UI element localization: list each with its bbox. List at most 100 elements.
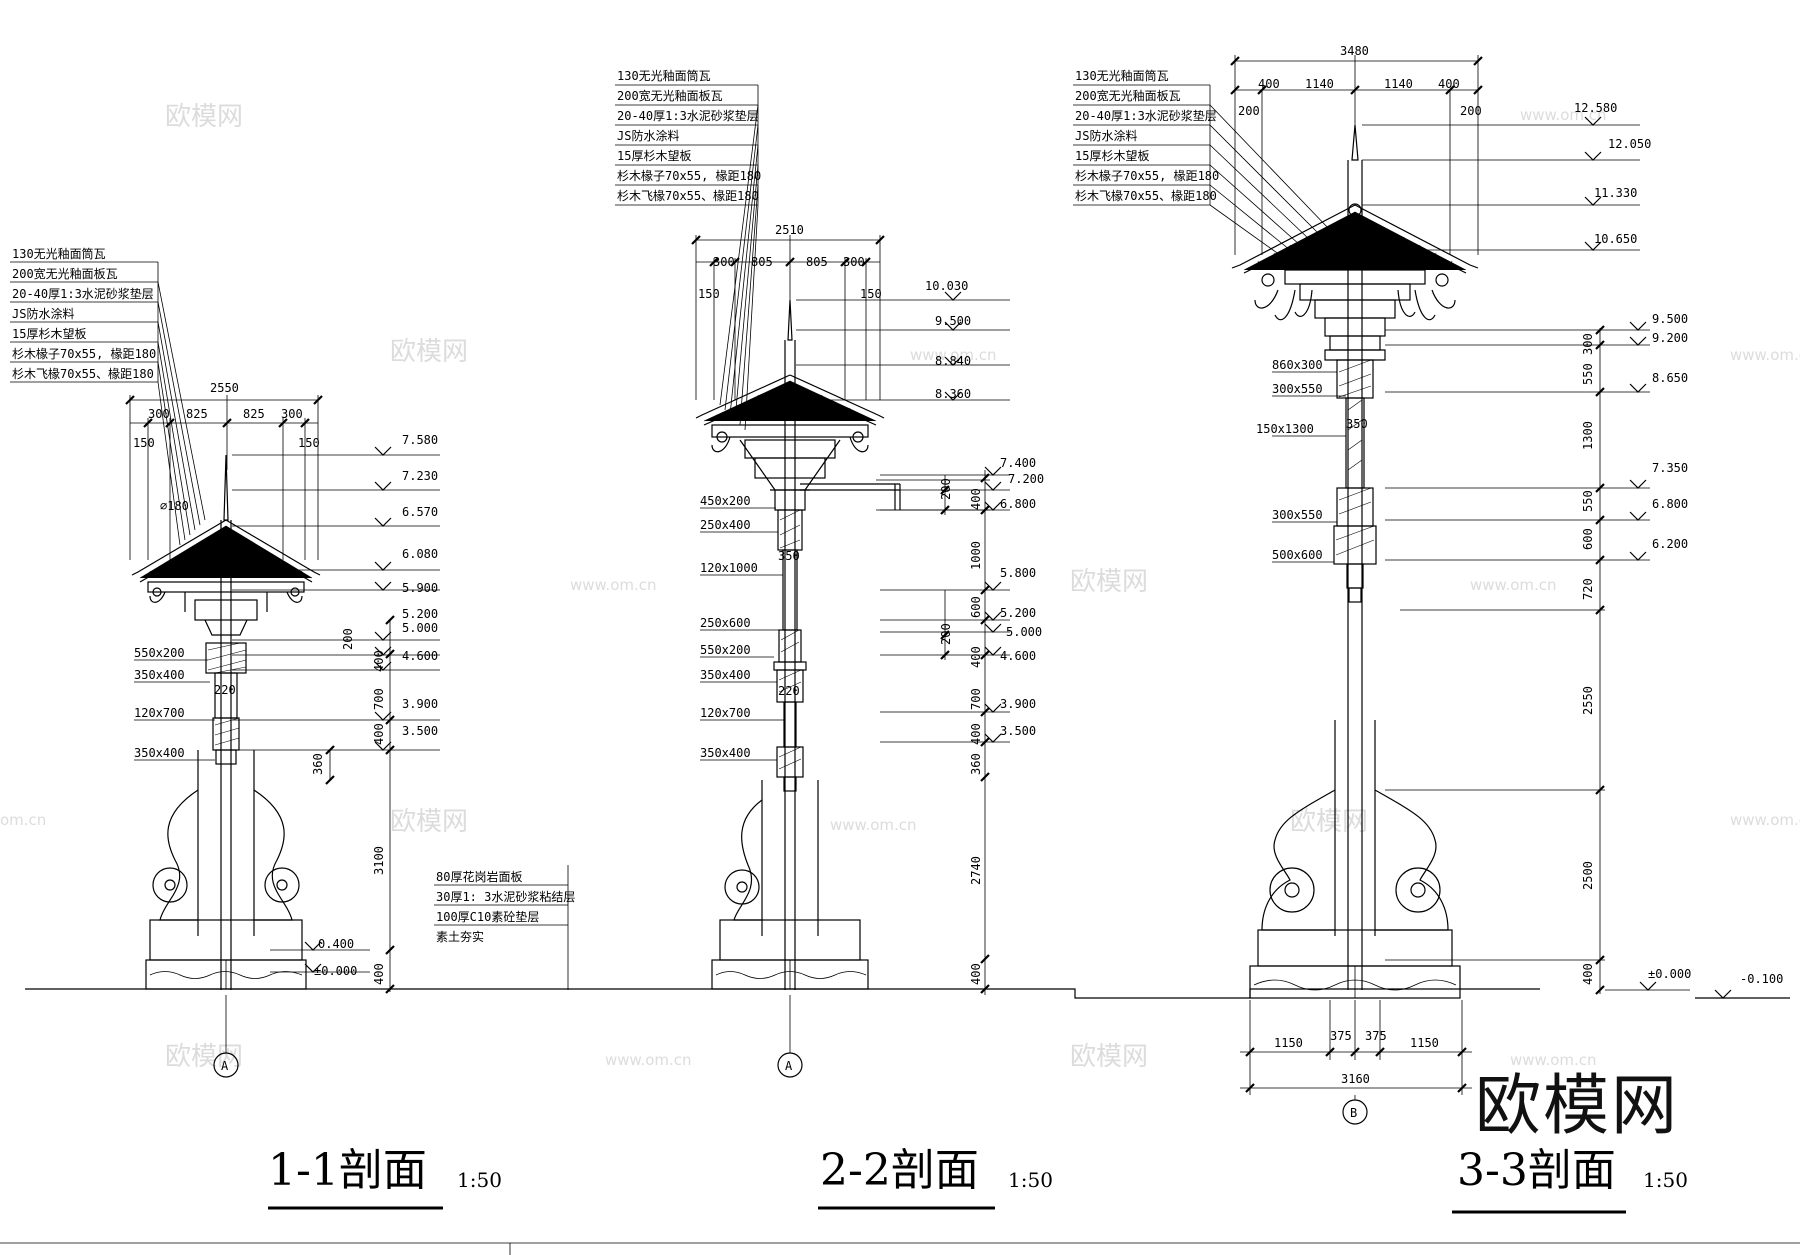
post-width-top: 350 — [778, 549, 800, 563]
section-title: 1-1剖面 1:50 — [268, 1145, 502, 1210]
watermark-url: www.om.cn — [1510, 1051, 1597, 1069]
post-width: 220 — [214, 683, 236, 697]
elevation: 3.500 — [1000, 724, 1036, 738]
base — [1249, 720, 1461, 999]
elevation: 4.600 — [1000, 649, 1036, 663]
dim-total: 2510 — [775, 223, 804, 237]
dim-seg: 400 — [1438, 77, 1460, 91]
member-label: 860x300 — [1272, 358, 1323, 372]
member-label: 120x1000 — [700, 561, 758, 575]
layer-label: 杉木椽子70x55, 椽距180 — [1075, 169, 1219, 183]
vdim: 360 — [969, 753, 983, 775]
ground-layer: 素土夯实 — [436, 929, 484, 944]
elevation: 6.080 — [402, 547, 438, 561]
ground-layer-table: 80厚花岗岩面板 30厚1: 3水泥砂浆粘结层 100厚C10素砼垫层 素土夯实 — [434, 865, 575, 990]
watermark-url-edge: om.cn — [0, 811, 46, 829]
elevation: -0.100 — [1740, 972, 1783, 986]
elevation-markers: 10.030 9.500 8.840 8.360 7.400 7.200 6.8… — [796, 279, 1044, 743]
dim-seg: 805 — [806, 255, 828, 269]
member-label: 250x400 — [700, 518, 751, 532]
watermark-brand: 欧模网 — [390, 337, 468, 367]
dim-seg: 300 — [148, 407, 170, 421]
vdim: 600 — [969, 596, 983, 618]
elevation: 8.650 — [1652, 371, 1688, 385]
vdim: 360 — [311, 753, 325, 775]
top-dimensions: 2550 300 825 825 300 150 150 ∅180 — [125, 381, 323, 560]
vdim: 400 — [1581, 963, 1595, 985]
vertical-dimensions: 200 400 1000 600 200 400 700 400 360 274… — [876, 470, 990, 995]
vdim: 2500 — [1581, 861, 1595, 890]
sheet-bottom-border — [0, 1242, 1800, 1255]
elevation: 6.800 — [1652, 497, 1688, 511]
bracket-arm — [800, 483, 901, 510]
ground-layer: 100厚C10素砼垫层 — [436, 909, 539, 924]
member-label: 350x400 — [700, 668, 751, 682]
dim-seg: 300 — [713, 255, 735, 269]
layer-table: 130无光釉面筒瓦 200宽无光釉面板瓦 20-40厚1:3水泥砂浆垫层 JS防… — [615, 68, 761, 431]
section-name: 2-2剖面 — [820, 1145, 979, 1196]
vdim: 400 — [969, 723, 983, 745]
vdim: 720 — [1581, 578, 1595, 600]
vertical-dimensions: 200 400 700 400 360 3100 400 — [311, 615, 395, 994]
post-width: 220 — [778, 684, 800, 698]
vdim: 300 — [1581, 333, 1595, 355]
vdim: 400 — [969, 488, 983, 510]
section-title: 3-3剖面 1:50 — [1452, 1145, 1688, 1214]
member-label: 500x600 — [1272, 548, 1323, 562]
roof — [1231, 124, 1479, 337]
dim-edge: 150 — [698, 287, 720, 301]
section-scale: 1:50 — [457, 1168, 502, 1192]
vdim: 2550 — [1581, 686, 1595, 715]
elevation: 0.400 — [318, 937, 354, 951]
layer-label: 200宽无光釉面板瓦 — [12, 266, 118, 281]
watermark-brand: 欧模网 — [1070, 1042, 1148, 1072]
watermark-brand: 欧模网 — [1070, 567, 1148, 597]
vdim: 200 — [939, 478, 953, 500]
axis-label: B — [1350, 1106, 1357, 1120]
watermark-brand: 欧模网 — [390, 807, 468, 837]
dim-seg: 1140 — [1384, 77, 1413, 91]
member-label: 550x200 — [134, 646, 185, 660]
watermark-url: www.om.cn — [1470, 576, 1557, 594]
elevation-markers: 7.580 7.230 6.570 6.080 5.900 5.200 5.00… — [232, 433, 440, 978]
post-width: 350 — [1346, 417, 1368, 431]
elevation: 3.900 — [1000, 697, 1036, 711]
dim-total: 2550 — [210, 381, 239, 395]
layer-label: 20-40厚1:3水泥砂浆垫层 — [1075, 108, 1217, 123]
dim-seg: 300 — [281, 407, 303, 421]
roof — [131, 454, 321, 636]
elevation: 6.570 — [402, 505, 438, 519]
member-labels: 860x300 300x550 150x1300 300x550 500x600… — [1256, 358, 1368, 563]
column — [773, 340, 807, 990]
vdim: 550 — [1581, 490, 1595, 512]
vdim: 400 — [969, 963, 983, 985]
layer-label: 15厚杉木望板 — [1075, 149, 1149, 163]
watermark-url: www.om.cn — [1520, 106, 1607, 124]
member-label: 120x700 — [700, 706, 751, 720]
elevation: 10.030 — [925, 279, 968, 293]
vdim: 400 — [372, 723, 386, 745]
vdim: 700 — [969, 688, 983, 710]
member-label: 250x600 — [700, 616, 751, 630]
vdim: 550 — [1581, 363, 1595, 385]
section-3-3: 130无光釉面筒瓦 200宽无光釉面板瓦 20-40厚1:3水泥砂浆垫层 JS防… — [1073, 44, 1790, 1214]
vdim: 400 — [372, 963, 386, 985]
vdim: 200 — [341, 628, 355, 650]
layer-label: JS防水涂料 — [617, 128, 679, 143]
elevation: 4.600 — [402, 649, 438, 663]
section-name: 1-1剖面 — [268, 1145, 427, 1196]
dim-seg: 1150 — [1410, 1036, 1439, 1050]
layer-label: 杉木椽子70x55, 椽距180 — [12, 347, 156, 361]
dim-edge: 150 — [133, 436, 155, 450]
elevation: 3.900 — [402, 697, 438, 711]
elevation: 5.200 — [402, 607, 438, 621]
column — [1324, 160, 1386, 990]
dim-edge: 150 — [298, 436, 320, 450]
elevation: 10.650 — [1594, 232, 1637, 246]
dim-total: 3160 — [1341, 1072, 1370, 1086]
vdim: 1000 — [969, 541, 983, 570]
watermark-url: www.om.cn — [570, 576, 657, 594]
vdim: 200 — [939, 623, 953, 645]
layer-label: 130无光釉面筒瓦 — [1075, 68, 1169, 83]
